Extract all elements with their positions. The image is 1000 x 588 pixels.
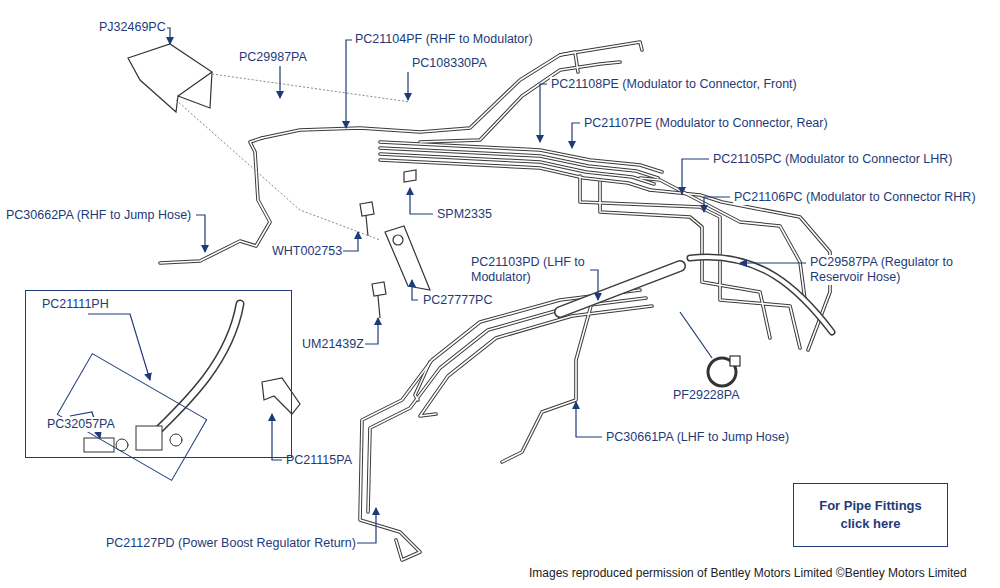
leader-arrow [407, 72, 408, 100]
leader-arrow [346, 40, 352, 128]
dotted-guide [176, 74, 410, 240]
leader-arrow [196, 215, 205, 252]
brackets [262, 378, 300, 414]
leader-arrow [590, 270, 598, 300]
part-label: PC108330PA [411, 56, 488, 71]
brackets [366, 216, 368, 236]
part-label: PC30662PA (RHF to Jump Hose) [5, 208, 192, 223]
part-label: SPM2335 [436, 207, 493, 222]
leader-arrow [88, 314, 150, 380]
brackets [128, 44, 212, 112]
brackets [393, 235, 403, 245]
inset-hose [150, 304, 240, 438]
leader-arrow [576, 402, 602, 437]
inset-hose [136, 426, 162, 450]
link-text: For Pipe Fittings click here [809, 497, 933, 533]
pipe-outline [160, 42, 830, 560]
brackets [730, 356, 740, 366]
part-label: WHT002753 [271, 244, 343, 259]
part-label: PC21108PE (Modulator to Connector, Front… [550, 77, 798, 92]
inset-panel: PC21111PH PC32057PA [25, 290, 292, 458]
dotted-guide [212, 74, 410, 102]
leader-arrow [410, 188, 433, 214]
part-label: PC29987PA [238, 50, 308, 65]
part-label: PC21103PD (LHF to Modulator) [470, 255, 590, 285]
part-label: PC21107PE (Modulator to Connector, Rear) [583, 116, 829, 131]
part-label: PC29587PA (Regulator to Reservoir Hose) [809, 255, 986, 285]
leader-arrow [279, 66, 280, 98]
leader-arrow [740, 262, 806, 263]
leader-arrow [70, 28, 806, 543]
leader-arrow [412, 280, 418, 300]
brackets [404, 170, 416, 182]
part-label: PC27777PC [422, 293, 494, 308]
part-label: PC21104PF (RHF to Modulator) [354, 32, 534, 47]
part-label: PF29228PA [672, 388, 740, 403]
brackets [372, 282, 386, 296]
leader-arrow [572, 123, 580, 148]
part-label: PC21106PC (Modulator to Connector RHR) [733, 190, 977, 205]
part-label: UM21439Z [301, 337, 365, 352]
leader-arrow [540, 84, 547, 142]
brackets [385, 226, 430, 290]
brackets [378, 296, 380, 318]
hose [560, 257, 832, 332]
leader-arrow [682, 159, 709, 194]
leader-arrow [272, 414, 282, 460]
copyright-note: Images reproduced permission of Bentley … [528, 566, 968, 581]
leader-arrow [704, 197, 730, 212]
link-box: For Pipe Fittings click here [793, 483, 948, 547]
part-label: PC32057PA [46, 417, 116, 432]
part-label: PC21111PH [41, 297, 110, 312]
part-label: PC21127PD (Power Boost Regulator Return) [105, 536, 357, 551]
brackets [178, 72, 212, 96]
pipe-outline [160, 42, 830, 560]
part-label: PC30661PA (LHF to Jump Hose) [605, 430, 790, 445]
part-label: PC21115PA [285, 453, 353, 468]
inset-hose [150, 304, 240, 438]
pipe-outline [160, 42, 830, 560]
brackets [360, 202, 374, 216]
inset-hose [57, 304, 240, 480]
part-label: PJ32469PC [98, 20, 167, 35]
dotted-guide [176, 100, 380, 240]
part-label: PC21105PC (Modulator to Connector LHR) [712, 152, 953, 167]
inset-hose [170, 434, 182, 446]
leader-line [680, 312, 712, 358]
